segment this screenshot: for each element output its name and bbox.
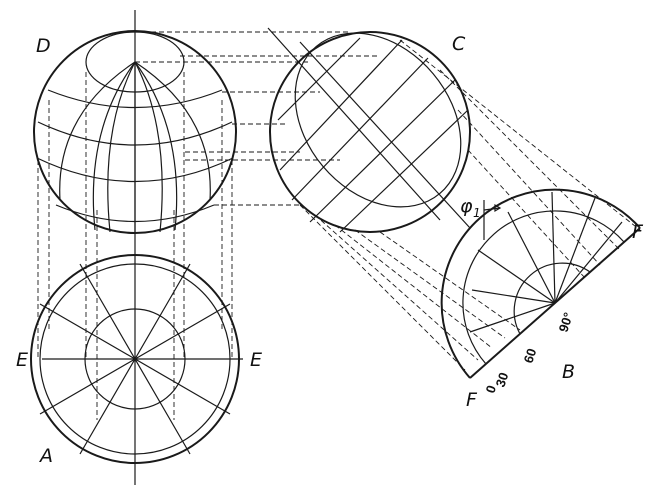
phi-arrowhead	[494, 203, 502, 213]
scale-label-60: 60	[521, 347, 540, 365]
view-a-plan: E E A	[16, 10, 262, 485]
label-f-bottom: F	[466, 389, 478, 411]
globe-d-meridians	[59, 61, 211, 233]
projection-lines-d-to-a	[37, 72, 233, 420]
label-d: D	[36, 35, 51, 57]
view-b-angle-scale: φ 1 0 30 60 90° F F B	[440, 188, 644, 411]
projection-lines-c-to-b	[299, 39, 641, 371]
plan-outer-circle	[30, 254, 240, 464]
label-b: B	[562, 361, 575, 383]
label-c: C	[452, 33, 466, 55]
label-a: A	[38, 445, 53, 467]
globe-c-grid-lines	[267, 27, 471, 233]
globe-c-outline	[269, 31, 471, 233]
scale-radial-lines	[469, 191, 623, 333]
projection-lines-d-to-c	[135, 31, 380, 206]
label-f-top: F	[632, 221, 644, 243]
plan-meridian-lines	[39, 263, 231, 455]
globe-c-ellipse	[294, 32, 462, 208]
view-c-rotated-globe: C	[267, 27, 471, 233]
scale-label-0: 0	[483, 383, 500, 395]
scale-label-90: 90°	[556, 311, 576, 334]
label-e-right: E	[250, 349, 262, 371]
label-e-left: E	[16, 349, 28, 371]
label-phi-sub: 1	[473, 206, 481, 220]
scale-label-30: 30	[493, 371, 512, 389]
phi-arrow	[483, 207, 501, 211]
scale-outer-arc	[440, 188, 641, 379]
view-d-elevation: D	[33, 30, 237, 234]
plan-inner-circle	[39, 263, 231, 455]
scale-middle-arc	[462, 210, 625, 365]
label-phi: φ	[460, 195, 473, 217]
plan-small-circle	[84, 308, 186, 410]
